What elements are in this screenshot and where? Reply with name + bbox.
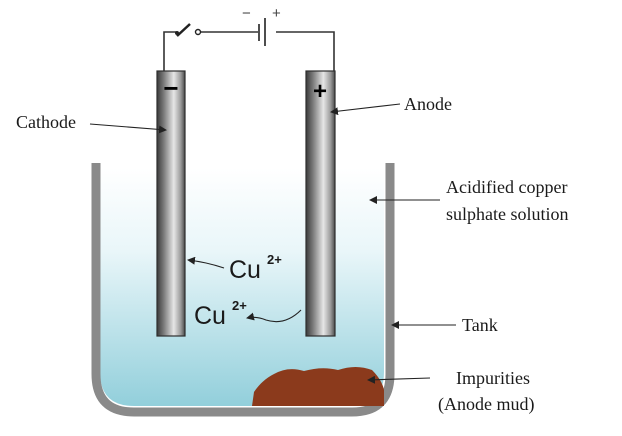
solution-label-line2: sulphate solution xyxy=(446,204,569,224)
battery: − + xyxy=(242,5,281,46)
impurities-label-line2: (Anode mud) xyxy=(438,394,534,415)
tank xyxy=(91,163,395,417)
cathode-electrode xyxy=(156,70,186,337)
ion-label-lower: Cu 2+ xyxy=(194,298,247,330)
anode-sign: + xyxy=(313,78,327,105)
ion-symbol: Cu xyxy=(229,256,261,284)
tank-label: Tank xyxy=(462,315,498,335)
ion-charge: 2+ xyxy=(267,252,282,267)
switch xyxy=(175,23,202,37)
circuit-wire xyxy=(163,31,335,72)
solution-label-line1: Acidified copper xyxy=(446,177,567,197)
ion-label-upper: Cu 2+ xyxy=(229,252,282,284)
anode-pointer xyxy=(330,103,401,116)
impurities-label-line1: Impurities xyxy=(456,368,530,388)
ion-charge: 2+ xyxy=(232,298,247,313)
cathode-pointer xyxy=(89,123,167,134)
cathode-label: Cathode xyxy=(16,112,76,132)
anode-label: Anode xyxy=(404,94,452,114)
battery-minus-sign: − xyxy=(242,5,251,22)
battery-plus-sign: + xyxy=(272,5,281,22)
ion-arrow-lower xyxy=(246,309,302,323)
anode-electrode xyxy=(305,70,336,337)
ion-symbol: Cu xyxy=(194,302,226,330)
ion-arrow-upper xyxy=(187,256,225,269)
cathode-sign: − xyxy=(163,73,178,103)
impurities-pointer xyxy=(367,375,431,384)
anode-mud xyxy=(252,367,384,406)
